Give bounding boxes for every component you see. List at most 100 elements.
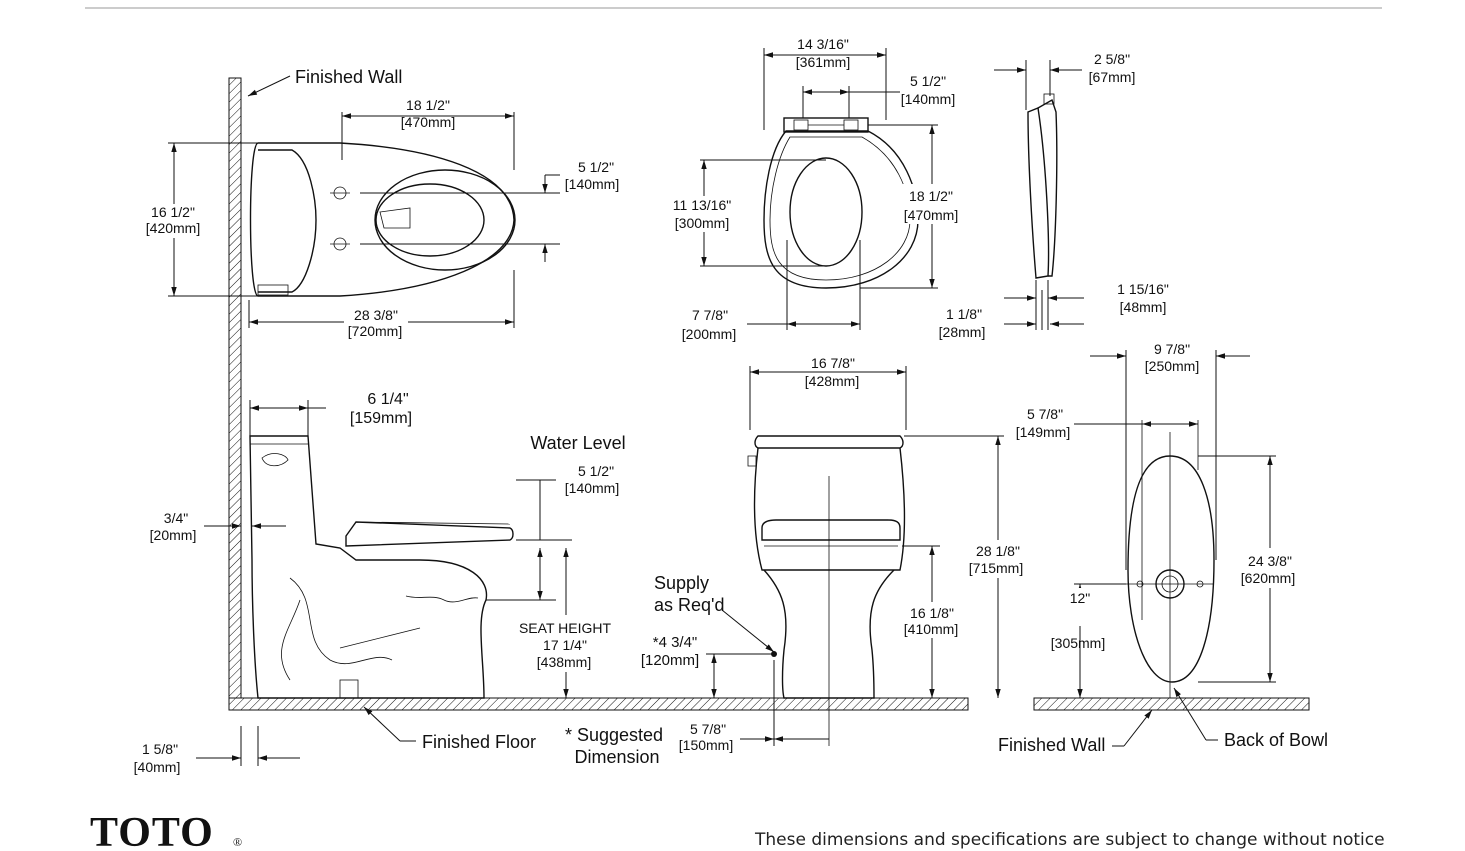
left-wall [228, 77, 242, 699]
svg-text:18 1/2": 18 1/2" [406, 97, 450, 113]
suggested-dimension-note: * Suggested Dimension [565, 725, 663, 767]
svg-text:3/4": 3/4" [164, 510, 188, 526]
svg-text:[40mm]: [40mm] [134, 759, 181, 775]
svg-text:[140mm]: [140mm] [565, 176, 619, 192]
svg-text:[470mm]: [470mm] [904, 207, 958, 223]
svg-text:[620mm]: [620mm] [1241, 570, 1295, 586]
toto-logo: TOTO ® [90, 810, 242, 851]
svg-text:17 1/4": 17 1/4" [543, 637, 587, 653]
svg-text:as Req'd: as Req'd [654, 595, 724, 615]
dim-front-height: 28 1/8" [715mm] [904, 435, 1034, 698]
svg-text:[470mm]: [470mm] [401, 114, 455, 130]
svg-text:[420mm]: [420mm] [146, 220, 200, 236]
svg-text:5 7/8": 5 7/8" [690, 721, 726, 737]
svg-text:24 3/8": 24 3/8" [1248, 553, 1292, 569]
dim-base-width: 9 7/8" [250mm] [1090, 341, 1250, 570]
back-of-bowl-callout: Back of Bowl [1173, 687, 1328, 750]
svg-text:[410mm]: [410mm] [904, 621, 958, 637]
svg-text:[140mm]: [140mm] [565, 480, 619, 496]
dim-base-length: 24 3/8" [620mm] [1198, 455, 1302, 683]
svg-text:5 1/2": 5 1/2" [578, 159, 614, 175]
dim-seat-length: 18 1/2" [470mm] [860, 124, 966, 289]
svg-text:18 1/2": 18 1/2" [909, 188, 953, 204]
finished-wall-callout-bottom: Finished Wall [998, 709, 1153, 755]
dim-base-offset: 1 5/8" [40mm] [134, 726, 300, 775]
dim-seat-front: 7 7/8" [200mm] [682, 240, 861, 342]
dim-supply-offset: 5 7/8" [150mm] [679, 660, 829, 753]
svg-text:[715mm]: [715mm] [969, 560, 1023, 576]
side-elevation [249, 435, 514, 699]
svg-text:16 7/8": 16 7/8" [811, 355, 855, 371]
dim-water-level: 5 1/2" [140mm] [486, 463, 619, 601]
front-elevation [747, 435, 906, 746]
svg-text:[67mm]: [67mm] [1089, 69, 1136, 85]
svg-text:12": 12" [1070, 590, 1091, 606]
svg-text:[438mm]: [438mm] [537, 654, 591, 670]
svg-text:[428mm]: [428mm] [805, 373, 859, 389]
finished-wall-label: Finished Wall [295, 67, 402, 87]
dim-seat-height: SEAT HEIGHT 17 1/4" [438mm] [519, 548, 611, 698]
dim-wall-gap: 3/4" [20mm] [150, 510, 286, 543]
svg-text:[150mm]: [150mm] [679, 737, 733, 753]
back-of-bowl-label: Back of Bowl [1224, 730, 1328, 750]
svg-text:9 7/8": 9 7/8" [1154, 341, 1190, 357]
svg-text:5 1/2": 5 1/2" [910, 73, 946, 89]
dim-seat-opening: 11 13/16" [300mm] [666, 159, 826, 267]
svg-text:®: ® [233, 835, 242, 849]
svg-text:[361mm]: [361mm] [796, 54, 850, 70]
dim-top-width: 16 1/2" [420mm] [140, 142, 258, 297]
disclaimer-text: These dimensions and specifications are … [755, 830, 1385, 850]
dim-top-holes: 5 1/2" [140mm] [360, 159, 619, 262]
svg-text:[159mm]: [159mm] [350, 410, 412, 427]
svg-text:TOTO: TOTO [90, 810, 214, 851]
footprint-view [1126, 420, 1215, 698]
svg-text:[720mm]: [720mm] [348, 323, 402, 339]
svg-text:16 1/2": 16 1/2" [151, 204, 195, 220]
svg-text:28 3/8": 28 3/8" [354, 307, 398, 323]
svg-text:28 1/8": 28 1/8" [976, 543, 1020, 559]
svg-text:* Suggested: * Suggested [565, 725, 663, 745]
svg-text:[250mm]: [250mm] [1145, 358, 1199, 374]
svg-text:2 5/8": 2 5/8" [1094, 51, 1130, 67]
svg-text:1 15/16": 1 15/16" [1117, 281, 1169, 297]
svg-text:[120mm]: [120mm] [641, 652, 699, 669]
svg-text:5 1/2": 5 1/2" [578, 463, 614, 479]
dim-seat-width: 14 3/16" [361mm] [763, 36, 887, 130]
svg-text:[200mm]: [200mm] [682, 326, 736, 342]
water-level-label: Water Level [530, 433, 625, 453]
svg-text:[48mm]: [48mm] [1120, 299, 1167, 315]
top-view [249, 142, 516, 297]
dim-rough-in: 12" [305mm] [1048, 583, 1126, 698]
svg-text:*4 3/4": *4 3/4" [653, 634, 698, 651]
svg-text:Water Level: Water Level [530, 433, 625, 453]
dim-top-length: 18 1/2" [470mm] [341, 97, 515, 170]
dim-seat-lid: 1 1/8" [28mm] [939, 290, 1084, 340]
svg-text:16 1/8": 16 1/8" [910, 605, 954, 621]
dim-tank-offset: 6 1/4" [159mm] [249, 391, 412, 436]
seat-side-view [1027, 93, 1058, 279]
finished-wall-bottom-label: Finished Wall [998, 735, 1105, 755]
dim-seat-side-top: 2 5/8" [67mm] [994, 51, 1135, 110]
finished-floor-callout: Finished Floor [363, 706, 536, 752]
finished-floor-label: Finished Floor [422, 732, 536, 752]
dim-seat-hinge: 5 1/2" [140mm] [802, 73, 955, 118]
dim-top-total: 28 3/8" [720mm] [248, 270, 515, 340]
supply-callout: Supply as Req'd [654, 573, 777, 657]
svg-text:[140mm]: [140mm] [901, 91, 955, 107]
svg-text:1 1/8": 1 1/8" [946, 306, 982, 322]
svg-text:[20mm]: [20mm] [150, 527, 197, 543]
dim-front-rim: 16 1/8" [410mm] [900, 545, 966, 698]
svg-text:[149mm]: [149mm] [1016, 424, 1070, 440]
dim-base-inner: 5 7/8" [149mm] [1016, 406, 1198, 440]
dim-front-width: 16 7/8" [428mm] [749, 355, 907, 430]
floor-right [1033, 697, 1310, 711]
svg-text:Supply: Supply [654, 573, 709, 593]
svg-text:5 7/8": 5 7/8" [1027, 406, 1063, 422]
dim-supply-height: *4 3/4" [120mm] [641, 634, 774, 698]
svg-text:7 7/8": 7 7/8" [692, 307, 728, 323]
svg-text:14 3/16": 14 3/16" [797, 36, 849, 52]
dim-seat-thickness: 1 15/16" [48mm] [1004, 280, 1169, 330]
floor-left [228, 697, 969, 711]
svg-text:Dimension: Dimension [574, 747, 659, 767]
